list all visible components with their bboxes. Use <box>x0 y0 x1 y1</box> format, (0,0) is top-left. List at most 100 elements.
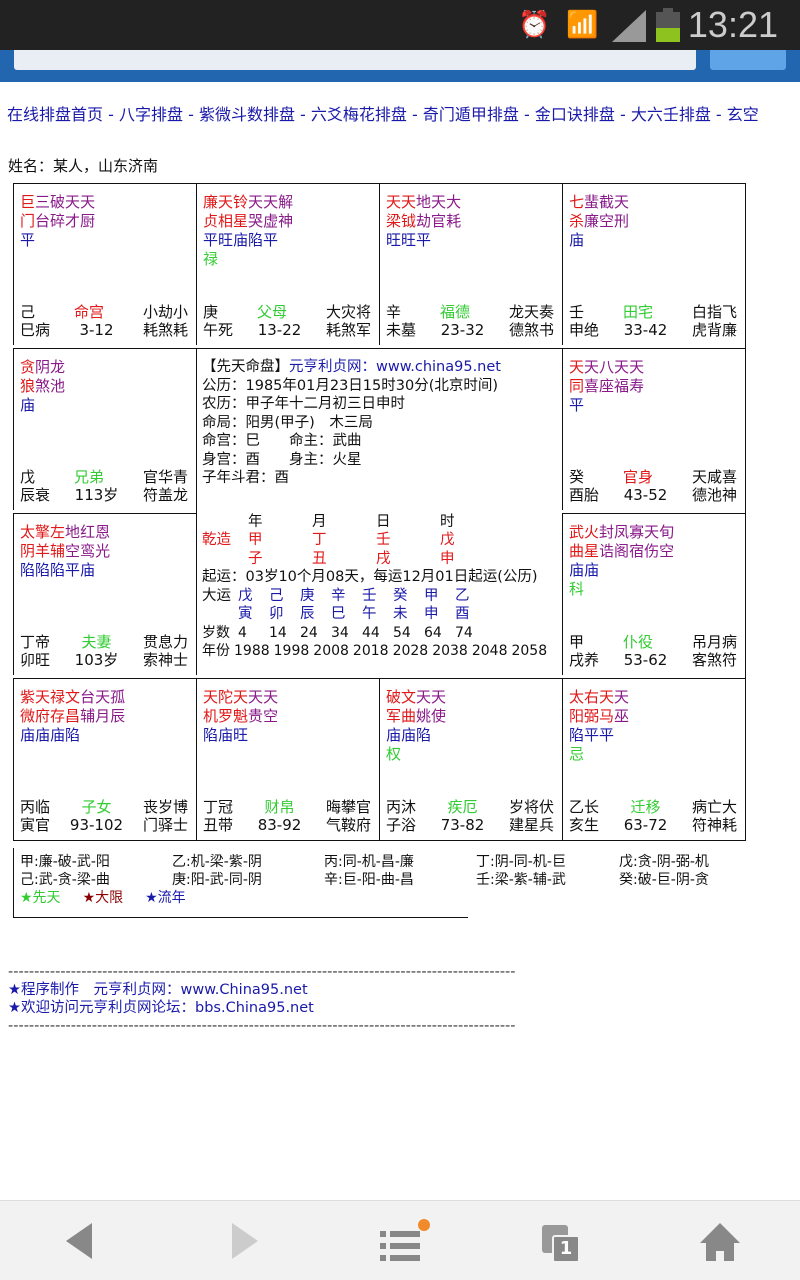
palace-gods-2: 耗煞军 <box>325 321 371 339</box>
nav-link[interactable]: 紫微斗数排盘 <box>198 105 295 124</box>
sihua-table: 甲:廉-破-武-阳乙:机-梁-紫-阴丙:同-机-昌-廉丁:阴-同-机-巨戊:贪-… <box>13 848 709 918</box>
bazi-header: 日 <box>376 513 391 530</box>
star-char: 空 <box>599 212 615 230</box>
star-char: 七 <box>569 193 585 211</box>
palace-branch-stage: 午死 <box>203 321 234 339</box>
palace-gods-1: 天咸喜 <box>691 468 737 486</box>
divider: ----------------------------------------… <box>8 1018 516 1034</box>
forum-link[interactable]: ★欢迎访问元亨利贞网论坛：bbs.China95.net <box>8 1000 314 1016</box>
star-char: 虚 <box>263 212 279 230</box>
palace-name: 夫妻 <box>81 633 112 651</box>
star-char: 星 <box>584 542 600 560</box>
star-char: 同 <box>569 377 585 395</box>
ages-cell: 54 <box>393 624 411 641</box>
star-char: 才 <box>65 212 81 230</box>
palace-name: 田宅 <box>622 303 653 321</box>
palace-age-range: 113岁 <box>74 486 119 504</box>
nav-link[interactable]: 大六壬排盘 <box>630 105 711 124</box>
palace-stem: 己 <box>20 303 36 321</box>
star-char: 罗 <box>218 707 234 725</box>
credit-link[interactable]: ★程序制作 元亨利贞网：www.China95.net <box>8 982 308 998</box>
palace-name: 子女 <box>81 798 112 816</box>
palace-branch-stage: 卯旺 <box>20 651 51 669</box>
palace-age-range: 93-102 <box>69 816 124 834</box>
palace-gods-2: 索神士 <box>142 651 188 669</box>
center-info-line: 命宫：巳 命主：武曲 <box>202 433 362 449</box>
menu-list-icon[interactable] <box>378 1219 430 1263</box>
nav-separator: - <box>518 105 535 124</box>
palace-line-1: 癸官身天咸喜 <box>563 468 741 486</box>
palace-gods-1: 晦攀官 <box>325 798 371 816</box>
star-char: 煞 <box>35 377 51 395</box>
sihua-entry: 戊:贪-阴-弼-机 <box>619 854 709 870</box>
forward-icon[interactable] <box>228 1219 262 1263</box>
star-char: 天 <box>248 688 264 706</box>
back-icon[interactable] <box>62 1219 96 1263</box>
nav-link[interactable]: 八字排盘 <box>118 105 183 124</box>
star-char: 巫 <box>614 707 630 725</box>
star-brightness: 平 <box>569 396 585 414</box>
home-icon[interactable] <box>698 1219 742 1263</box>
palace-gods-1: 官华青 <box>142 468 188 486</box>
star-char: 右 <box>584 688 600 706</box>
palace-stars: 太擎左地红恩阴羊辅空鸾光陷陷陷平庙 <box>20 523 110 580</box>
star-char: 八 <box>599 358 615 376</box>
palace-stem: 辛 <box>386 303 402 321</box>
nav-link[interactable]: 六爻梅花排盘 <box>310 105 407 124</box>
nav-link[interactable]: 金口诀排盘 <box>534 105 615 124</box>
star-brightness: 陷陷陷平庙 <box>20 561 96 579</box>
star-char: 天 <box>233 688 249 706</box>
tabs-button[interactable]: 1 <box>540 1219 584 1263</box>
star-char: 官 <box>431 212 447 230</box>
star-char: 大 <box>446 193 462 211</box>
star-char: 辅 <box>50 542 66 560</box>
palace-gods-2: 符盖龙 <box>142 486 188 504</box>
ages-cell: 74 <box>455 624 473 641</box>
ages-cell: 14 <box>269 624 287 641</box>
url-input[interactable] <box>14 50 696 70</box>
star-char: 天 <box>65 193 81 211</box>
site-link[interactable]: 元亨利贞网：www.china95.net <box>289 359 501 375</box>
sihua-entry: 乙:机-梁-紫-阴 <box>172 854 262 870</box>
palace-gods-1: 丧岁博 <box>142 798 188 816</box>
year-cell: 2048 <box>471 643 508 659</box>
star-char: 福 <box>614 377 630 395</box>
star-char: 厨 <box>80 212 96 230</box>
star-char: 天 <box>218 193 234 211</box>
palace-stem: 甲 <box>569 633 585 651</box>
nav-separator: - <box>182 105 199 124</box>
ages-cell: 64 <box>424 624 442 641</box>
palace-branch-stage: 亥生 <box>569 816 600 834</box>
tabs-count: 1 <box>552 1235 580 1263</box>
nav-link[interactable]: 玄空 <box>726 105 759 124</box>
palace-gods-1: 岁将伏 <box>508 798 554 816</box>
star-char: 杀 <box>569 212 585 230</box>
palace-gods-2: 客煞符 <box>691 651 737 669</box>
dayun-stems-cell: 庚 <box>300 587 315 604</box>
nav-link[interactable]: 在线排盘首页 <box>7 105 104 124</box>
go-button[interactable] <box>710 50 786 70</box>
star-char: 天 <box>263 688 279 706</box>
year-cell: 1988 <box>234 643 270 659</box>
bazi-stem: 壬 <box>376 532 391 548</box>
star-char: 天 <box>569 358 585 376</box>
palace-stars: 破文天天军曲姚使庙庙陷权 <box>386 688 446 764</box>
nav-link[interactable]: 奇门遁甲排盘 <box>422 105 519 124</box>
star-brightness: 陷平平 <box>569 726 615 744</box>
